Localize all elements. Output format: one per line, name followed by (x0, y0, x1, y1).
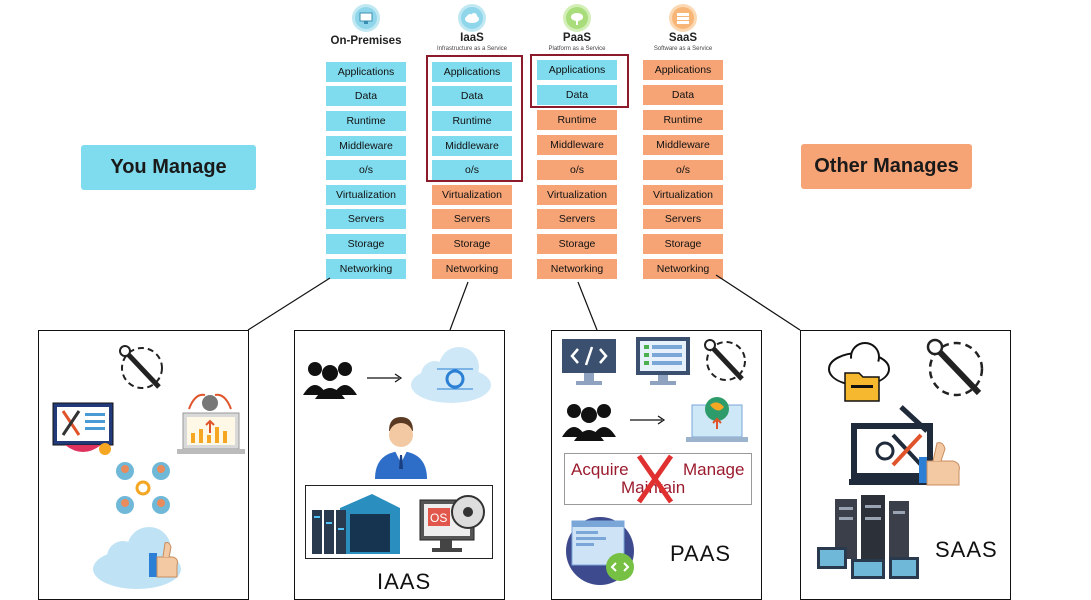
stack-cell-servers: Servers (326, 209, 406, 229)
gear-wrench-icon (926, 338, 984, 397)
monitor-icon (352, 4, 380, 32)
banner-acquire: Acquire (571, 460, 629, 479)
stack-icon (669, 4, 697, 32)
acquire-manage-maintain-banner: Acquire Manage Maintain (564, 453, 752, 505)
paas-caption: PAAS (670, 541, 732, 566)
you-manage-label: You Manage (81, 145, 256, 190)
other-manages-label: Other Manages (801, 144, 972, 189)
iaas-panel: OS IAAS (294, 330, 505, 600)
analytics-laptop-icon (52, 402, 114, 455)
banner-manage: Manage (683, 460, 745, 479)
people-icon (562, 404, 616, 441)
stack-cell-runtime: Runtime (643, 110, 723, 130)
stack-cell-storage: Storage (643, 234, 723, 254)
stack-cell-networking: Networking (537, 259, 617, 279)
stack-cell-virtualization: Virtualization (326, 185, 406, 205)
iaas-caption: IAAS (377, 569, 432, 594)
stack-cell-applications: Applications (326, 62, 406, 82)
stack-cell-o-s: o/s (537, 160, 617, 180)
saas-caption: SAAS (935, 537, 998, 562)
arrow-icon (630, 415, 666, 425)
paas-you-manage-highlight (530, 54, 629, 108)
people-icon (303, 362, 357, 399)
stack-cell-middleware: Middleware (432, 136, 512, 156)
stack-cell-virtualization: Virtualization (537, 185, 617, 205)
person-icon (375, 417, 427, 479)
cloud-icon (458, 4, 486, 32)
stack-cell-networking: Networking (643, 259, 723, 279)
stack-cell-storage: Storage (432, 234, 512, 254)
paas-panel: Acquire Manage Maintain PAAS (551, 330, 762, 600)
stack-cell-servers: Servers (537, 209, 617, 229)
laptop-tools-icon (849, 405, 960, 486)
stack-cell-networking: Networking (326, 259, 406, 279)
column-title: PaaS (562, 32, 592, 44)
os-disk-icon: OS (419, 495, 485, 552)
infrastructure-image: OS (305, 485, 493, 559)
stack-cell-runtime: Runtime (326, 111, 406, 131)
stack-cell-runtime: Runtime (432, 111, 512, 131)
stack-cell-networking: Networking (432, 259, 512, 279)
stack-cell-runtime: Runtime (537, 110, 617, 130)
column-subtitle: Software as a Service (653, 46, 713, 52)
leaf-icon (563, 4, 591, 32)
os-badge-text: OS (430, 511, 447, 525)
code-icon (562, 339, 616, 385)
stack-cell-applications: Applications (537, 60, 617, 80)
column-subtitle: Infrastructure as a Service (436, 46, 508, 52)
stack-cell-o-s: o/s (326, 160, 406, 180)
stack-cell-middleware: Middleware (537, 135, 617, 155)
people-network-icon (116, 462, 170, 514)
cloud-gear-icon (411, 347, 491, 403)
stack-cell-o-s: o/s (432, 160, 512, 180)
stack-cell-middleware: Middleware (326, 136, 406, 156)
saas-panel: SAAS (800, 330, 1011, 600)
column-title: SaaS (668, 32, 698, 44)
stack-cell-middleware: Middleware (643, 135, 723, 155)
laptop-settings-icon (177, 393, 245, 454)
stack-cell-servers: Servers (643, 209, 723, 229)
on-premises-panel (38, 330, 249, 600)
column-title: IaaS (460, 32, 484, 44)
stack-cell-virtualization: Virtualization (432, 185, 512, 205)
column-subtitle: Platform as a Service (548, 46, 606, 52)
stack-cell-servers: Servers (432, 209, 512, 229)
banner-maintain: Maintain (621, 478, 686, 497)
servers-icon (817, 495, 919, 579)
gear-wrench-icon (704, 339, 746, 381)
globe-laptop-icon (686, 397, 748, 442)
gear-wrench-icon (119, 345, 163, 389)
stack-cell-o-s: o/s (643, 160, 723, 180)
stack-cell-virtualization: Virtualization (643, 185, 723, 205)
stack-cell-applications: Applications (432, 62, 512, 82)
arrow-icon (367, 373, 403, 383)
browser-code-icon (566, 517, 634, 585)
stack-cell-applications: Applications (643, 60, 723, 80)
cloud-folder-icon (828, 342, 890, 402)
dashboard-icon (636, 337, 690, 385)
stack-cell-data: Data (432, 86, 512, 106)
stack-cell-storage: Storage (326, 234, 406, 254)
cross-icon (636, 454, 674, 504)
column-title: On-Premises (330, 35, 402, 47)
warehouse-server-icon (312, 494, 400, 554)
stack-cell-data: Data (326, 86, 406, 106)
iaas-you-manage-highlight (426, 55, 523, 182)
cloud-thumbs-up-icon (93, 527, 181, 589)
stack-cell-storage: Storage (537, 234, 617, 254)
stack-cell-data: Data (537, 85, 617, 105)
stack-cell-data: Data (643, 85, 723, 105)
